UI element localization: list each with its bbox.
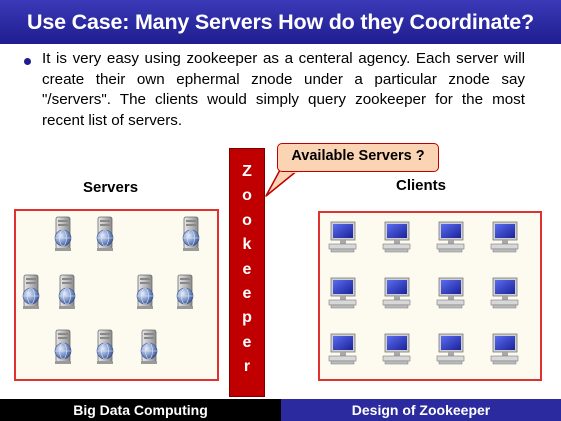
server-tower-icon [50, 329, 76, 365]
server-tower-icon [172, 274, 198, 310]
clients-label: Clients [396, 177, 447, 194]
zookeeper-letter: e [242, 333, 252, 351]
zookeeper-letter: o [242, 187, 252, 205]
server-tower-icon [18, 274, 44, 310]
desktop-computer-icon [328, 333, 360, 365]
footer-course-title: Big Data Computing [73, 402, 208, 418]
callout-text: Available Servers ? [291, 148, 425, 164]
clients-box [318, 211, 542, 381]
servers-label: Servers [83, 179, 139, 196]
servers-box [14, 209, 219, 381]
desktop-computer-icon [436, 277, 468, 309]
zookeeper-letter: p [242, 309, 252, 327]
zookeeper-bar [229, 148, 265, 397]
zookeeper-letter: r [243, 358, 251, 376]
title-bar [0, 0, 561, 44]
server-tower-icon [132, 274, 158, 310]
footer-left-bar [0, 399, 281, 421]
callout-bubble [277, 143, 439, 172]
server-tower-icon [178, 216, 204, 252]
slide-title: Use Case: Many Servers How do they Coord… [27, 10, 534, 34]
zookeeper-letter: k [242, 236, 252, 254]
server-tower-icon [50, 216, 76, 252]
server-tower-icon [92, 216, 118, 252]
server-tower-icon [54, 274, 80, 310]
server-tower-icon [136, 329, 162, 365]
callout-tail [265, 169, 299, 197]
desktop-computer-icon [328, 221, 360, 253]
zookeeper-letter: Z [242, 163, 252, 180]
desktop-computer-icon [328, 277, 360, 309]
desktop-computer-icon [490, 221, 522, 253]
bullet-dot [24, 58, 31, 65]
zookeeper-letter: e [242, 284, 252, 302]
desktop-computer-icon [436, 221, 468, 253]
desktop-computer-icon [490, 277, 522, 309]
desktop-computer-icon [382, 221, 414, 253]
zookeeper-letter: o [242, 211, 252, 229]
server-tower-icon [92, 329, 118, 365]
bullet-text: It is very easy using zookeeper as a cen… [42, 50, 525, 129]
zookeeper-letter: e [242, 260, 252, 278]
desktop-computer-icon [382, 333, 414, 365]
desktop-computer-icon [490, 333, 522, 365]
footer-right-bar [281, 399, 561, 421]
desktop-computer-icon [436, 333, 468, 365]
footer-section-title: Design of Zookeeper [351, 402, 491, 418]
desktop-computer-icon [382, 277, 414, 309]
